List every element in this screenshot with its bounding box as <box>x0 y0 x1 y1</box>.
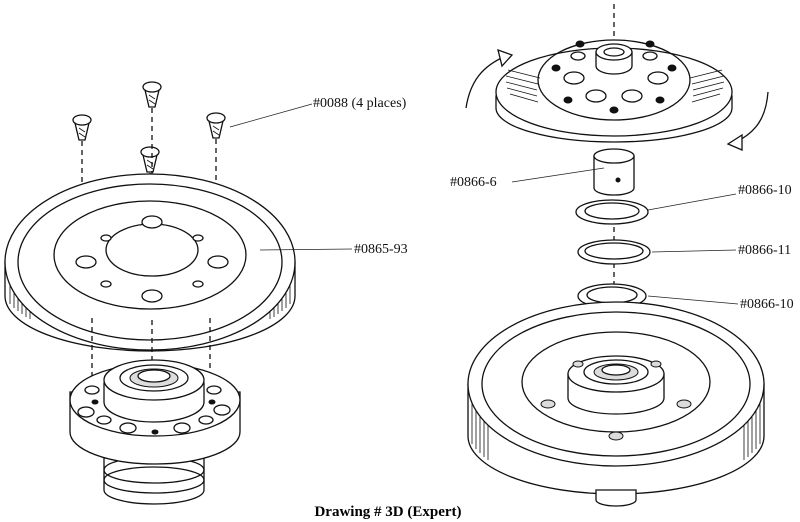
wheel-lower-right <box>467 301 765 507</box>
leader-screws <box>229 103 313 128</box>
wheel-0865-93 <box>4 173 296 352</box>
screw-right <box>206 112 226 139</box>
rotate-arrow-left-icon <box>465 48 514 109</box>
rotate-arrow-right-icon <box>726 91 769 151</box>
leader-shaft <box>511 167 605 183</box>
screw-top-center <box>142 81 162 108</box>
drawing-caption: Drawing # 3D (Expert) <box>314 504 461 520</box>
lower-hub-left <box>69 359 241 505</box>
leader-washer-top <box>647 193 737 211</box>
leader-wheel <box>259 248 353 251</box>
label-wheel: #0865-93 <box>354 242 408 257</box>
washer-0866-10-top <box>575 199 649 225</box>
label-shaft: #0866-6 <box>450 175 497 190</box>
drive-disc-top <box>495 39 733 143</box>
washer-0866-11 <box>577 239 651 265</box>
shaft-0866-6 <box>593 148 635 196</box>
label-screws: #0088 (4 places) <box>313 96 407 111</box>
screw-front <box>140 146 160 173</box>
leader-washer-bottom <box>647 295 739 305</box>
leader-washer-mid <box>651 249 737 253</box>
label-washer-bottom: #0866-10 <box>740 297 794 312</box>
label-washer-top: #0866-10 <box>738 183 792 198</box>
screw-left <box>72 114 92 141</box>
label-washer-mid: #0866-11 <box>738 243 791 258</box>
